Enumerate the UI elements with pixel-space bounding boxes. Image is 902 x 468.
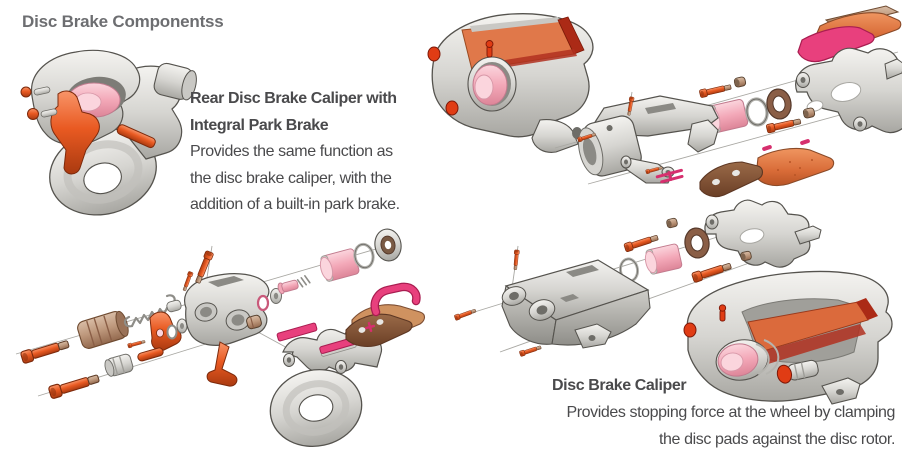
caliper-cutaway-rear-view-illustration <box>683 270 893 405</box>
rear-caliper-assembled-illustration <box>20 49 197 216</box>
rear-caliper-description-line2: the disc brake caliper, with the <box>190 169 392 187</box>
rear-caliper-heading-line2: Integral Park Brake <box>190 116 329 134</box>
rear-caliper-exploded-illustration <box>15 228 426 448</box>
disc-caliper-text-block: Disc Brake Caliper Provides stopping for… <box>455 372 895 453</box>
disc-caliper-description-line2: the disc pads against the disc rotor. <box>658 431 895 448</box>
disc-caliper-description-line1: Provides stopping force at the wheel by … <box>566 404 895 421</box>
rear-caliper-description-line1: Provides the same function as <box>190 143 393 161</box>
page-title: Disc Brake Componentss <box>22 12 224 31</box>
rear-caliper-description-line3: addition of a built-in park brake. <box>190 196 400 214</box>
front-caliper-cutaway-illustration <box>427 13 614 153</box>
rear-caliper-text-block: Rear Disc Brake Caliper with Integral Pa… <box>190 86 440 219</box>
disc-caliper-heading: Disc Brake Caliper <box>552 377 687 394</box>
front-caliper-exploded-illustration <box>554 5 902 198</box>
rear-caliper-heading-line1: Rear Disc Brake Caliper with <box>190 90 397 107</box>
caliper-housing-exploded-illustration <box>453 199 822 357</box>
